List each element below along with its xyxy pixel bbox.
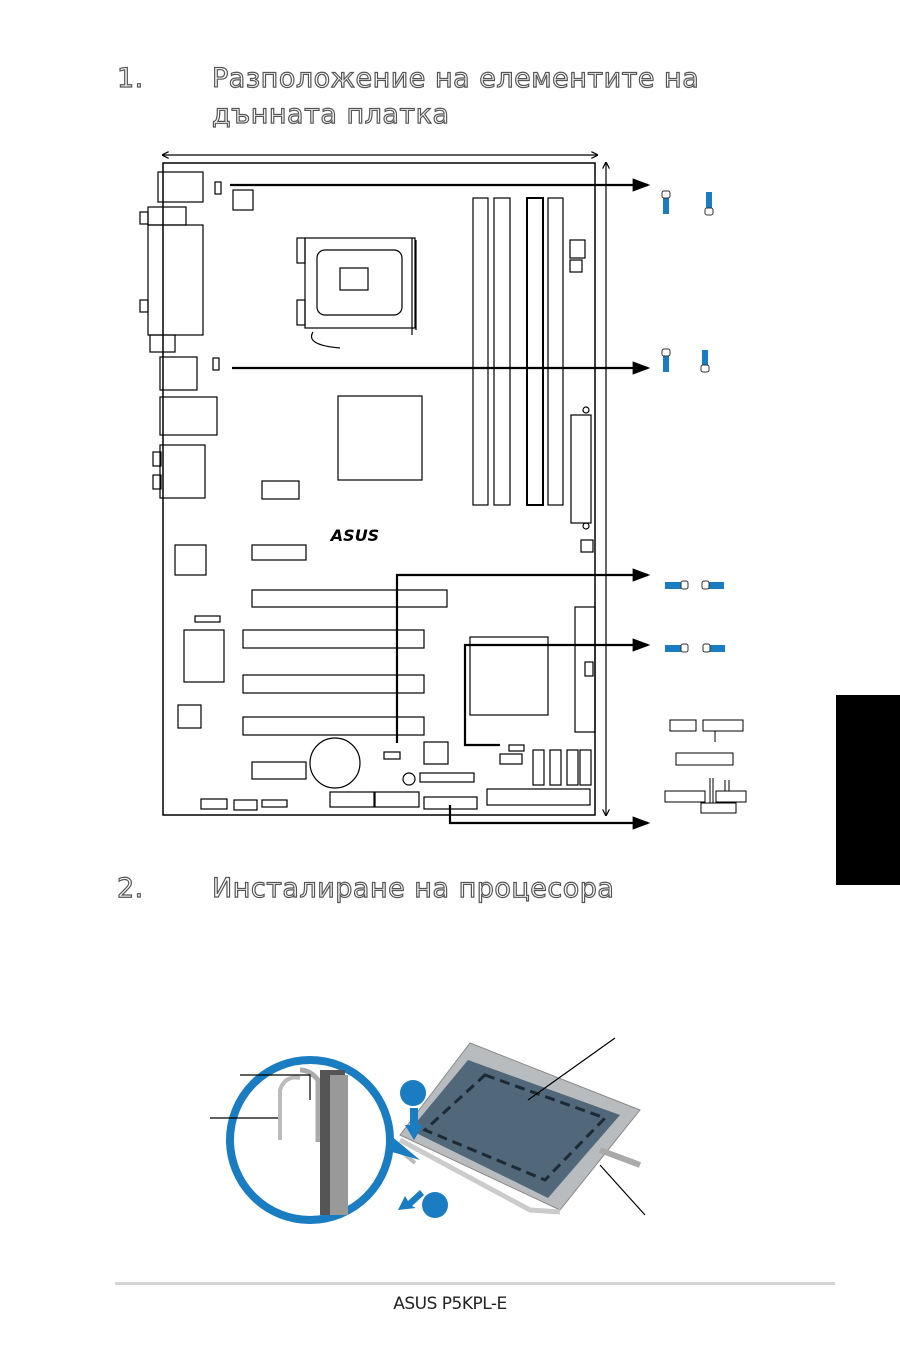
pcie-x16-slot: [251, 589, 448, 608]
jumper-settings: [661, 190, 725, 653]
pci-slot: [242, 674, 425, 694]
arrow-down-icon: [405, 1125, 423, 1140]
footer-divider: [115, 1282, 835, 1285]
pci-slot: [242, 629, 425, 649]
southbridge: [469, 636, 549, 716]
cpu-socket: [296, 237, 417, 349]
ide-connector: [486, 788, 591, 806]
board-outline: [162, 162, 596, 816]
section-2-title: Инсталиране на процесора: [211, 872, 615, 904]
pci-slot: [242, 716, 425, 736]
callout-lines: [210, 1037, 646, 1216]
section-1-title-line2: дънната платка: [211, 98, 450, 130]
section-1-number: 1.: [116, 62, 144, 94]
section-1-title: Разположение на елементите на: [211, 62, 700, 94]
atx-power-connector: [574, 606, 596, 733]
step-a-marker: [400, 1080, 426, 1106]
language-side-tab: [836, 695, 900, 885]
front-panel-header-diagram: [664, 719, 747, 814]
cpu-socket-photo: [386, 1042, 642, 1215]
step-b-marker: [422, 1192, 448, 1218]
arrow-down-left-icon: [398, 1190, 424, 1210]
sata-connectors: [532, 749, 592, 786]
lever-magnifier: [226, 1056, 420, 1224]
northbridge: [337, 395, 423, 481]
asus-logo: ASUS: [329, 526, 379, 545]
cmos-battery: [309, 737, 361, 789]
dimm-slots: [472, 197, 564, 506]
footer-model: ASUS P5KPL-E: [393, 1294, 507, 1314]
section-2-number: 2.: [116, 872, 144, 904]
